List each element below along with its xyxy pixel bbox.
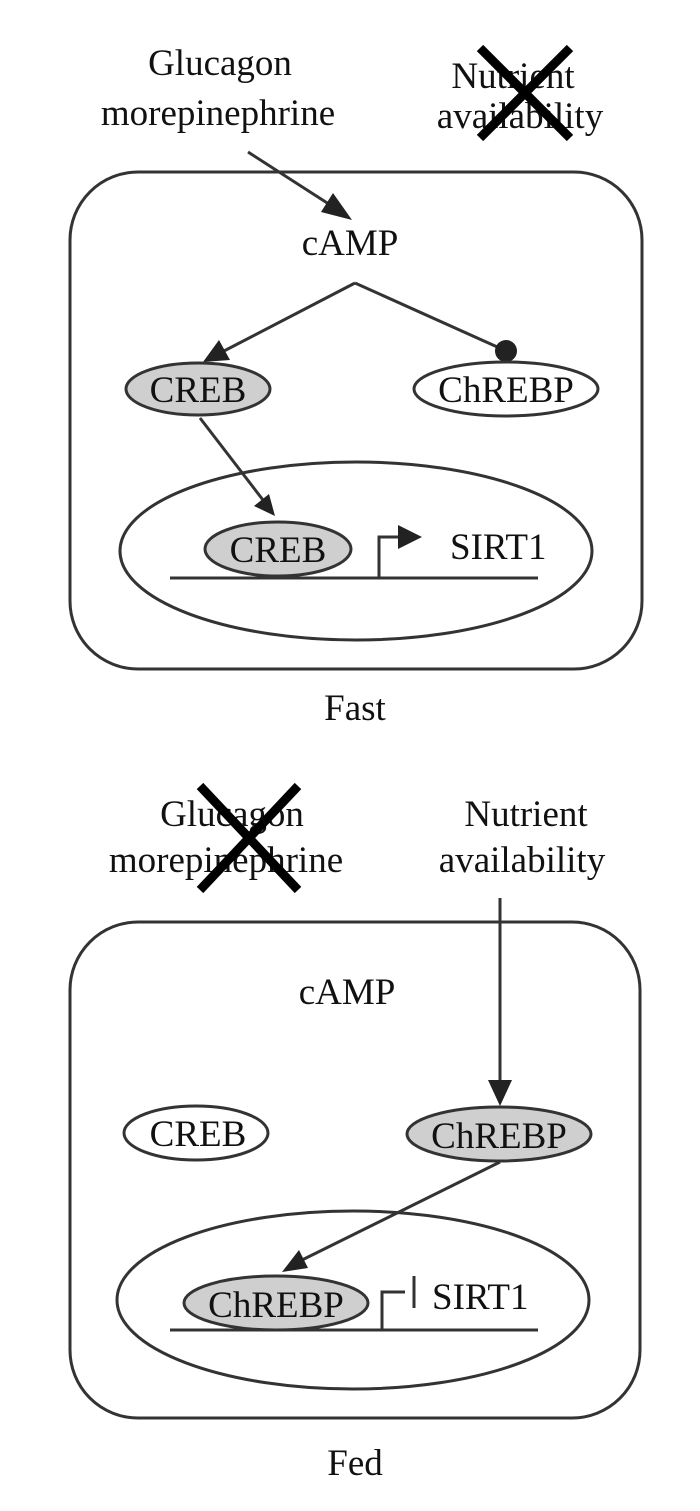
fast-promoter-arrowhead-icon [398, 525, 422, 549]
fast-translocation-arrowhead-icon [254, 494, 275, 516]
fed-signal-right-line2: availability [439, 840, 606, 881]
fed-cyto-right-label: ChREBP [431, 1116, 567, 1157]
fed-cyto-left-label: CREB [150, 1114, 247, 1155]
fed-messenger: cAMP [299, 972, 396, 1013]
fast-signal-left-line2: morepinephrine [101, 93, 335, 134]
fast-caption: Fast [324, 688, 386, 729]
fast-translocation-arrow [198, 417, 265, 501]
fast-panel: Glucagon morepinephrine Nutrient availab… [68, 43, 644, 729]
fast-signal-arrowhead-icon [321, 193, 352, 220]
fed-cell-membrane [68, 920, 642, 1420]
fed-nuclear-factor-label: ChREBP [208, 1285, 344, 1326]
fast-gene-label: SIRT1 [450, 527, 546, 568]
fast-cell-membrane [68, 170, 644, 671]
fed-translocation-arrowhead-icon [282, 1250, 308, 1272]
fast-inhibition-edge [354, 281, 505, 352]
fast-nuclear-factor-node [203, 520, 353, 578]
fast-nucleus [118, 460, 594, 642]
fast-cyto-left-node [124, 361, 272, 417]
fed-cyto-left-node [122, 1104, 270, 1162]
fast-cyto-right-node [412, 360, 600, 418]
fast-cyto-left-label: CREB [150, 370, 247, 411]
fed-blocked-cross-icon [196, 782, 302, 894]
fast-activation-edge [221, 281, 356, 354]
fed-signal-arrowhead-icon [488, 1080, 512, 1106]
fed-nuclear-factor-node [182, 1274, 370, 1332]
fed-promoter-repression-icon [380, 1290, 405, 1330]
fed-nucleus [115, 1209, 591, 1391]
fast-activation-arrowhead-icon [203, 340, 230, 362]
fed-signal-right-line1: Nutrient [464, 794, 588, 835]
fast-promoter-activation-icon [377, 535, 398, 578]
fast-signal-left-line1: Glucagon [148, 43, 292, 84]
fast-nuclear-factor-label: CREB [230, 530, 327, 571]
fast-inhibition-dot-icon [495, 340, 517, 362]
fed-panel: Glucagon morepinephrine Nutrient availab… [68, 782, 642, 1484]
fed-caption: Fed [327, 1443, 383, 1484]
fast-cyto-right-label: ChREBP [438, 370, 574, 411]
fast-signal-arrow [247, 150, 336, 210]
fast-blocked-cross-icon [476, 44, 574, 142]
fed-gene-label: SIRT1 [432, 1277, 528, 1318]
fast-messenger: cAMP [302, 223, 399, 264]
